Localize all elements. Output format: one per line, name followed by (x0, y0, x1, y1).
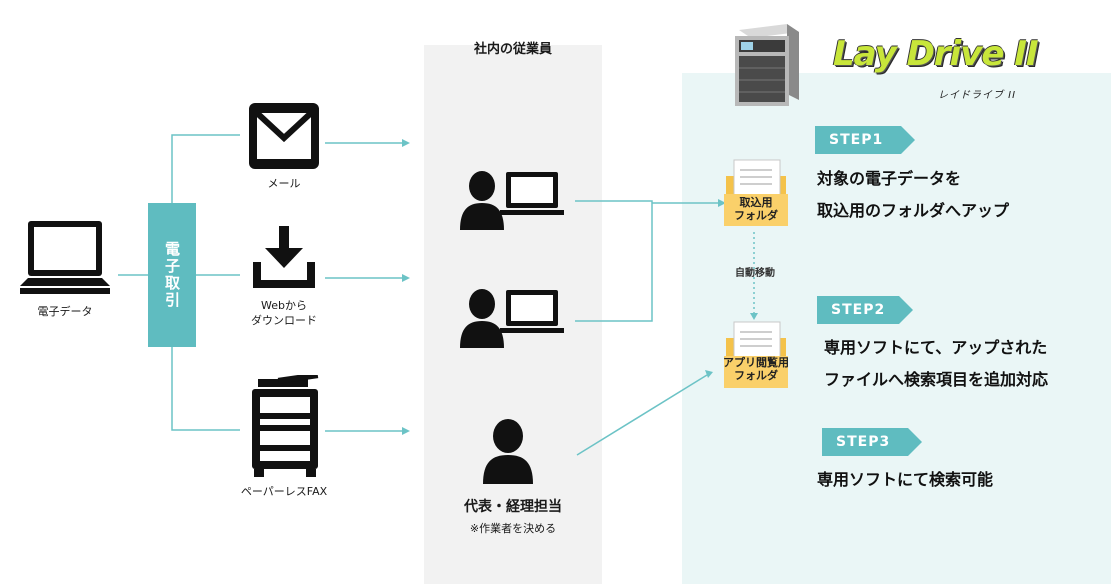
arrowhead-1 (402, 139, 410, 147)
arrowhead-3 (402, 427, 410, 435)
step1-text: 対象の電子データを 取込用のフォルダへアップ (817, 163, 1009, 227)
laptop-icon (20, 218, 110, 302)
folder-icon (724, 158, 788, 226)
upload-folder-label: 取込用 フォルダ (716, 196, 796, 222)
arrowhead-2 (402, 274, 410, 282)
folder-icon (724, 320, 788, 388)
step3-text-line1: 専用ソフトにて検索可能 (817, 470, 994, 489)
connector-bar-to-mail (171, 134, 240, 203)
laydrive-logo-kana: レイドライブ II (938, 90, 1017, 101)
arrowhead-6 (750, 313, 758, 320)
step2-text-line2: ファイルへ検索項目を追加対応 (824, 370, 1049, 389)
browse-folder-label: アプリ閲覧用 フォルダ (706, 356, 806, 382)
download-icon (253, 226, 315, 288)
channel-bar-label: 電子取引 (163, 241, 181, 309)
upload-folder-label-line1: 取込用 (739, 196, 773, 209)
employees-panel-title: 社内の従業員 (473, 42, 552, 57)
person-icon (483, 418, 533, 484)
upload-folder-label-line2: フォルダ (734, 209, 778, 222)
channel-bar: 電子取引 (148, 203, 196, 347)
laydrive-logo: Lay Drive II (833, 34, 1039, 74)
browse-folder-label-line1: アプリ閲覧用 (723, 356, 789, 369)
source-label: 電子データ (37, 305, 93, 318)
employee-laptop-icon (460, 170, 566, 230)
mail-icon (249, 103, 319, 169)
step1-text-line1: 対象の電子データを (817, 169, 962, 188)
employee-laptop-icon (460, 288, 566, 348)
step1-text-line2: 取込用のフォルダへアップ (817, 201, 1010, 220)
fax-icon (248, 375, 322, 477)
step3-tag: STEP3 (822, 428, 922, 456)
connector-representative-to-browse-folder (576, 374, 708, 456)
arrowhead-4 (718, 199, 726, 207)
web-download-label: Webから ダウンロード (230, 298, 338, 328)
step3-text: 専用ソフトにて検索可能 (817, 464, 993, 496)
web-download-label-line1: Webから (261, 299, 307, 312)
step1-tag: STEP1 (815, 126, 915, 154)
mail-label: メール (267, 177, 301, 190)
representative-note: ※作業者を決める (469, 522, 557, 535)
fax-label: ペーパーレスFAX (240, 485, 328, 498)
browse-folder-label-line2: フォルダ (734, 369, 778, 382)
representative-label: 代表・経理担当 (464, 499, 562, 515)
step2-tag: STEP2 (817, 296, 913, 324)
connector-employees-merge (575, 200, 653, 322)
step2-text-line1: 専用ソフトにて、アップされた (824, 338, 1048, 357)
nas-server-icon (731, 24, 801, 108)
auto-move-label: 自動移動 (735, 268, 775, 279)
connector-bar-to-fax (171, 347, 240, 431)
step2-text: 専用ソフトにて、アップされた ファイルへ検索項目を追加対応 (824, 332, 1048, 396)
arrowhead-5 (705, 370, 713, 378)
web-download-label-line2: ダウンロード (251, 314, 317, 327)
